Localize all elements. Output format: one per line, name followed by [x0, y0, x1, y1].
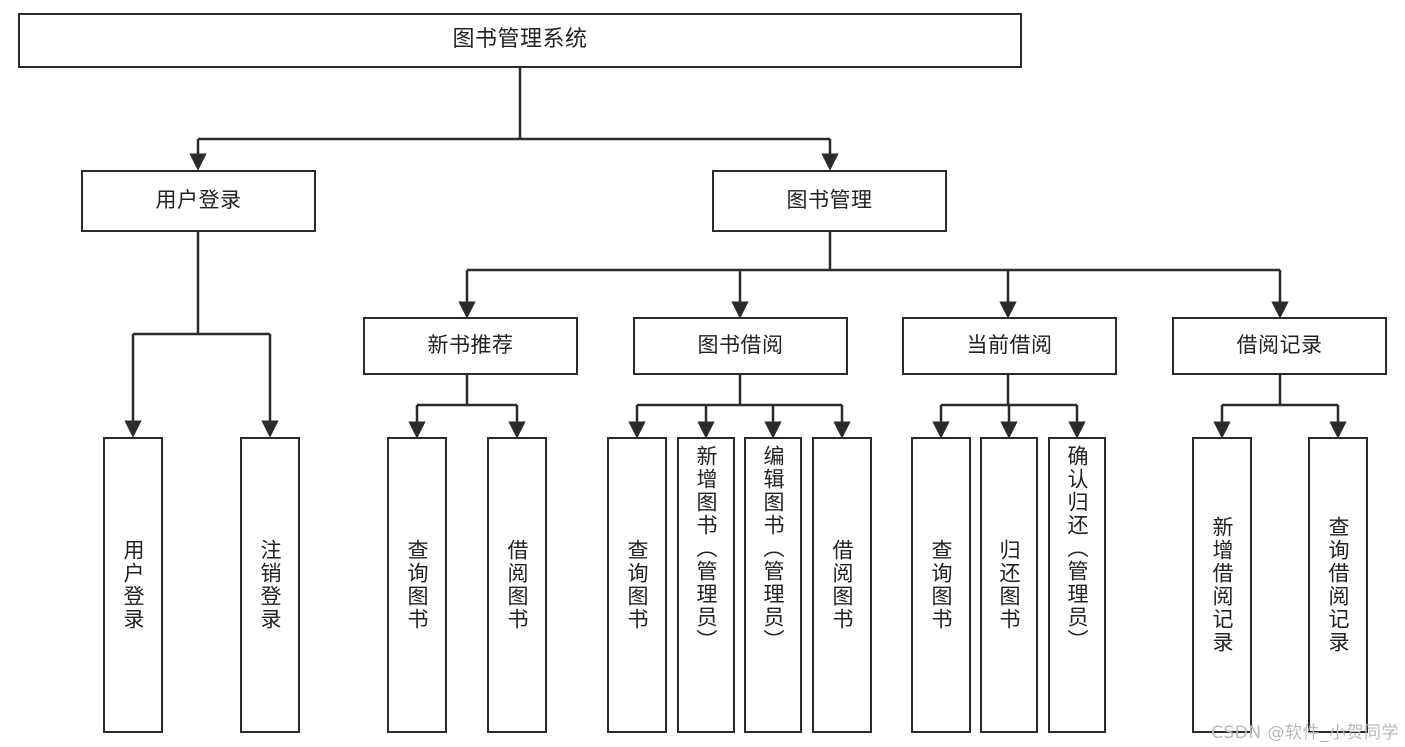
node-book-management[interactable]: 图书管理	[712, 170, 947, 232]
node-borrow-records[interactable]: 借阅记录	[1172, 317, 1387, 375]
leaf-confirm-return-admin[interactable]: 确认归还（管理员）	[1048, 437, 1106, 733]
node-label: 用户登录	[121, 539, 146, 631]
leaf-borrow-book[interactable]: 借阅图书	[812, 437, 872, 733]
node-label: 借阅记录	[1236, 333, 1323, 358]
node-root-system[interactable]: 图书管理系统	[18, 13, 1022, 68]
leaf-add-borrow-record[interactable]: 新增借阅记录	[1192, 437, 1252, 733]
leaf-query-book-borrow[interactable]: 查询图书	[607, 437, 667, 733]
node-label: 注销登录	[258, 539, 283, 631]
node-label: 查询图书	[929, 539, 954, 631]
node-book-borrow[interactable]: 图书借阅	[633, 317, 848, 375]
leaf-edit-book-admin[interactable]: 编辑图书（管理员）	[744, 437, 802, 733]
leaf-query-book-recommend[interactable]: 查询图书	[387, 437, 447, 733]
node-label: 图书管理系统	[452, 27, 588, 53]
node-label: 新书推荐	[427, 333, 514, 358]
leaf-borrow-book-recommend[interactable]: 借阅图书	[487, 437, 547, 733]
csdn-watermark: CSDN @软件_小贺同学	[1211, 723, 1399, 743]
leaf-logout[interactable]: 注销登录	[240, 437, 300, 733]
node-label: 用户登录	[155, 188, 242, 213]
node-label: 确认归还（管理员）	[1065, 445, 1090, 652]
node-label: 查询图书	[625, 539, 650, 631]
leaf-query-borrow-record[interactable]: 查询借阅记录	[1308, 437, 1368, 733]
node-label: 归还图书	[997, 539, 1022, 631]
node-label: 借阅图书	[505, 539, 530, 631]
node-user-login[interactable]: 用户登录	[81, 170, 316, 232]
leaf-query-book-current[interactable]: 查询图书	[911, 437, 971, 733]
node-new-book-recommend[interactable]: 新书推荐	[363, 317, 578, 375]
node-current-borrow[interactable]: 当前借阅	[902, 317, 1117, 375]
leaf-return-book[interactable]: 归还图书	[980, 437, 1038, 733]
leaf-add-book-admin[interactable]: 新增图书（管理员）	[677, 437, 735, 733]
leaf-user-login[interactable]: 用户登录	[103, 437, 163, 733]
node-label: 新增图书（管理员）	[694, 445, 719, 652]
node-label: 查询借阅记录	[1326, 516, 1351, 654]
node-label: 借阅图书	[830, 539, 855, 631]
node-label: 图书借阅	[697, 333, 784, 358]
node-label: 新增借阅记录	[1210, 516, 1235, 654]
node-label: 编辑图书（管理员）	[761, 445, 786, 652]
node-label: 查询图书	[405, 539, 430, 631]
node-label: 当前借阅	[966, 333, 1053, 358]
node-label: 图书管理	[786, 188, 873, 213]
